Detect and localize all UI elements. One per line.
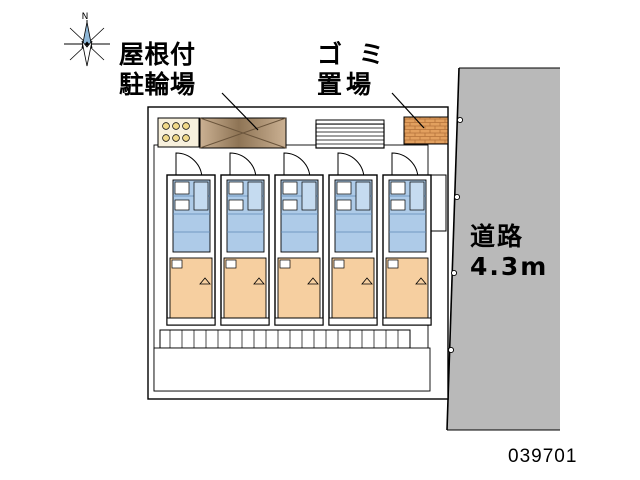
label-road-width: 道路 4.3m: [470, 222, 549, 281]
property-code: 039701: [508, 446, 578, 467]
unit-5: [382, 152, 432, 326]
carport-bike-area: [157, 117, 287, 149]
label-roofed-bicycle-parking: 屋根付 駐輪場: [119, 40, 196, 99]
road-area: [446, 67, 560, 431]
svg-text:N: N: [82, 12, 89, 22]
trash-enclosure: [403, 116, 449, 145]
north-arrow-icon: N: [64, 12, 110, 67]
approach-area: [153, 329, 431, 392]
stairs: [315, 119, 385, 149]
unit-2: [220, 152, 270, 326]
label-trash-area: ゴ ミ 置場: [317, 40, 388, 99]
unit-3: [274, 152, 324, 326]
unit-1: [166, 152, 216, 326]
leader-lines: [221, 92, 425, 131]
unit-4: [328, 152, 378, 326]
